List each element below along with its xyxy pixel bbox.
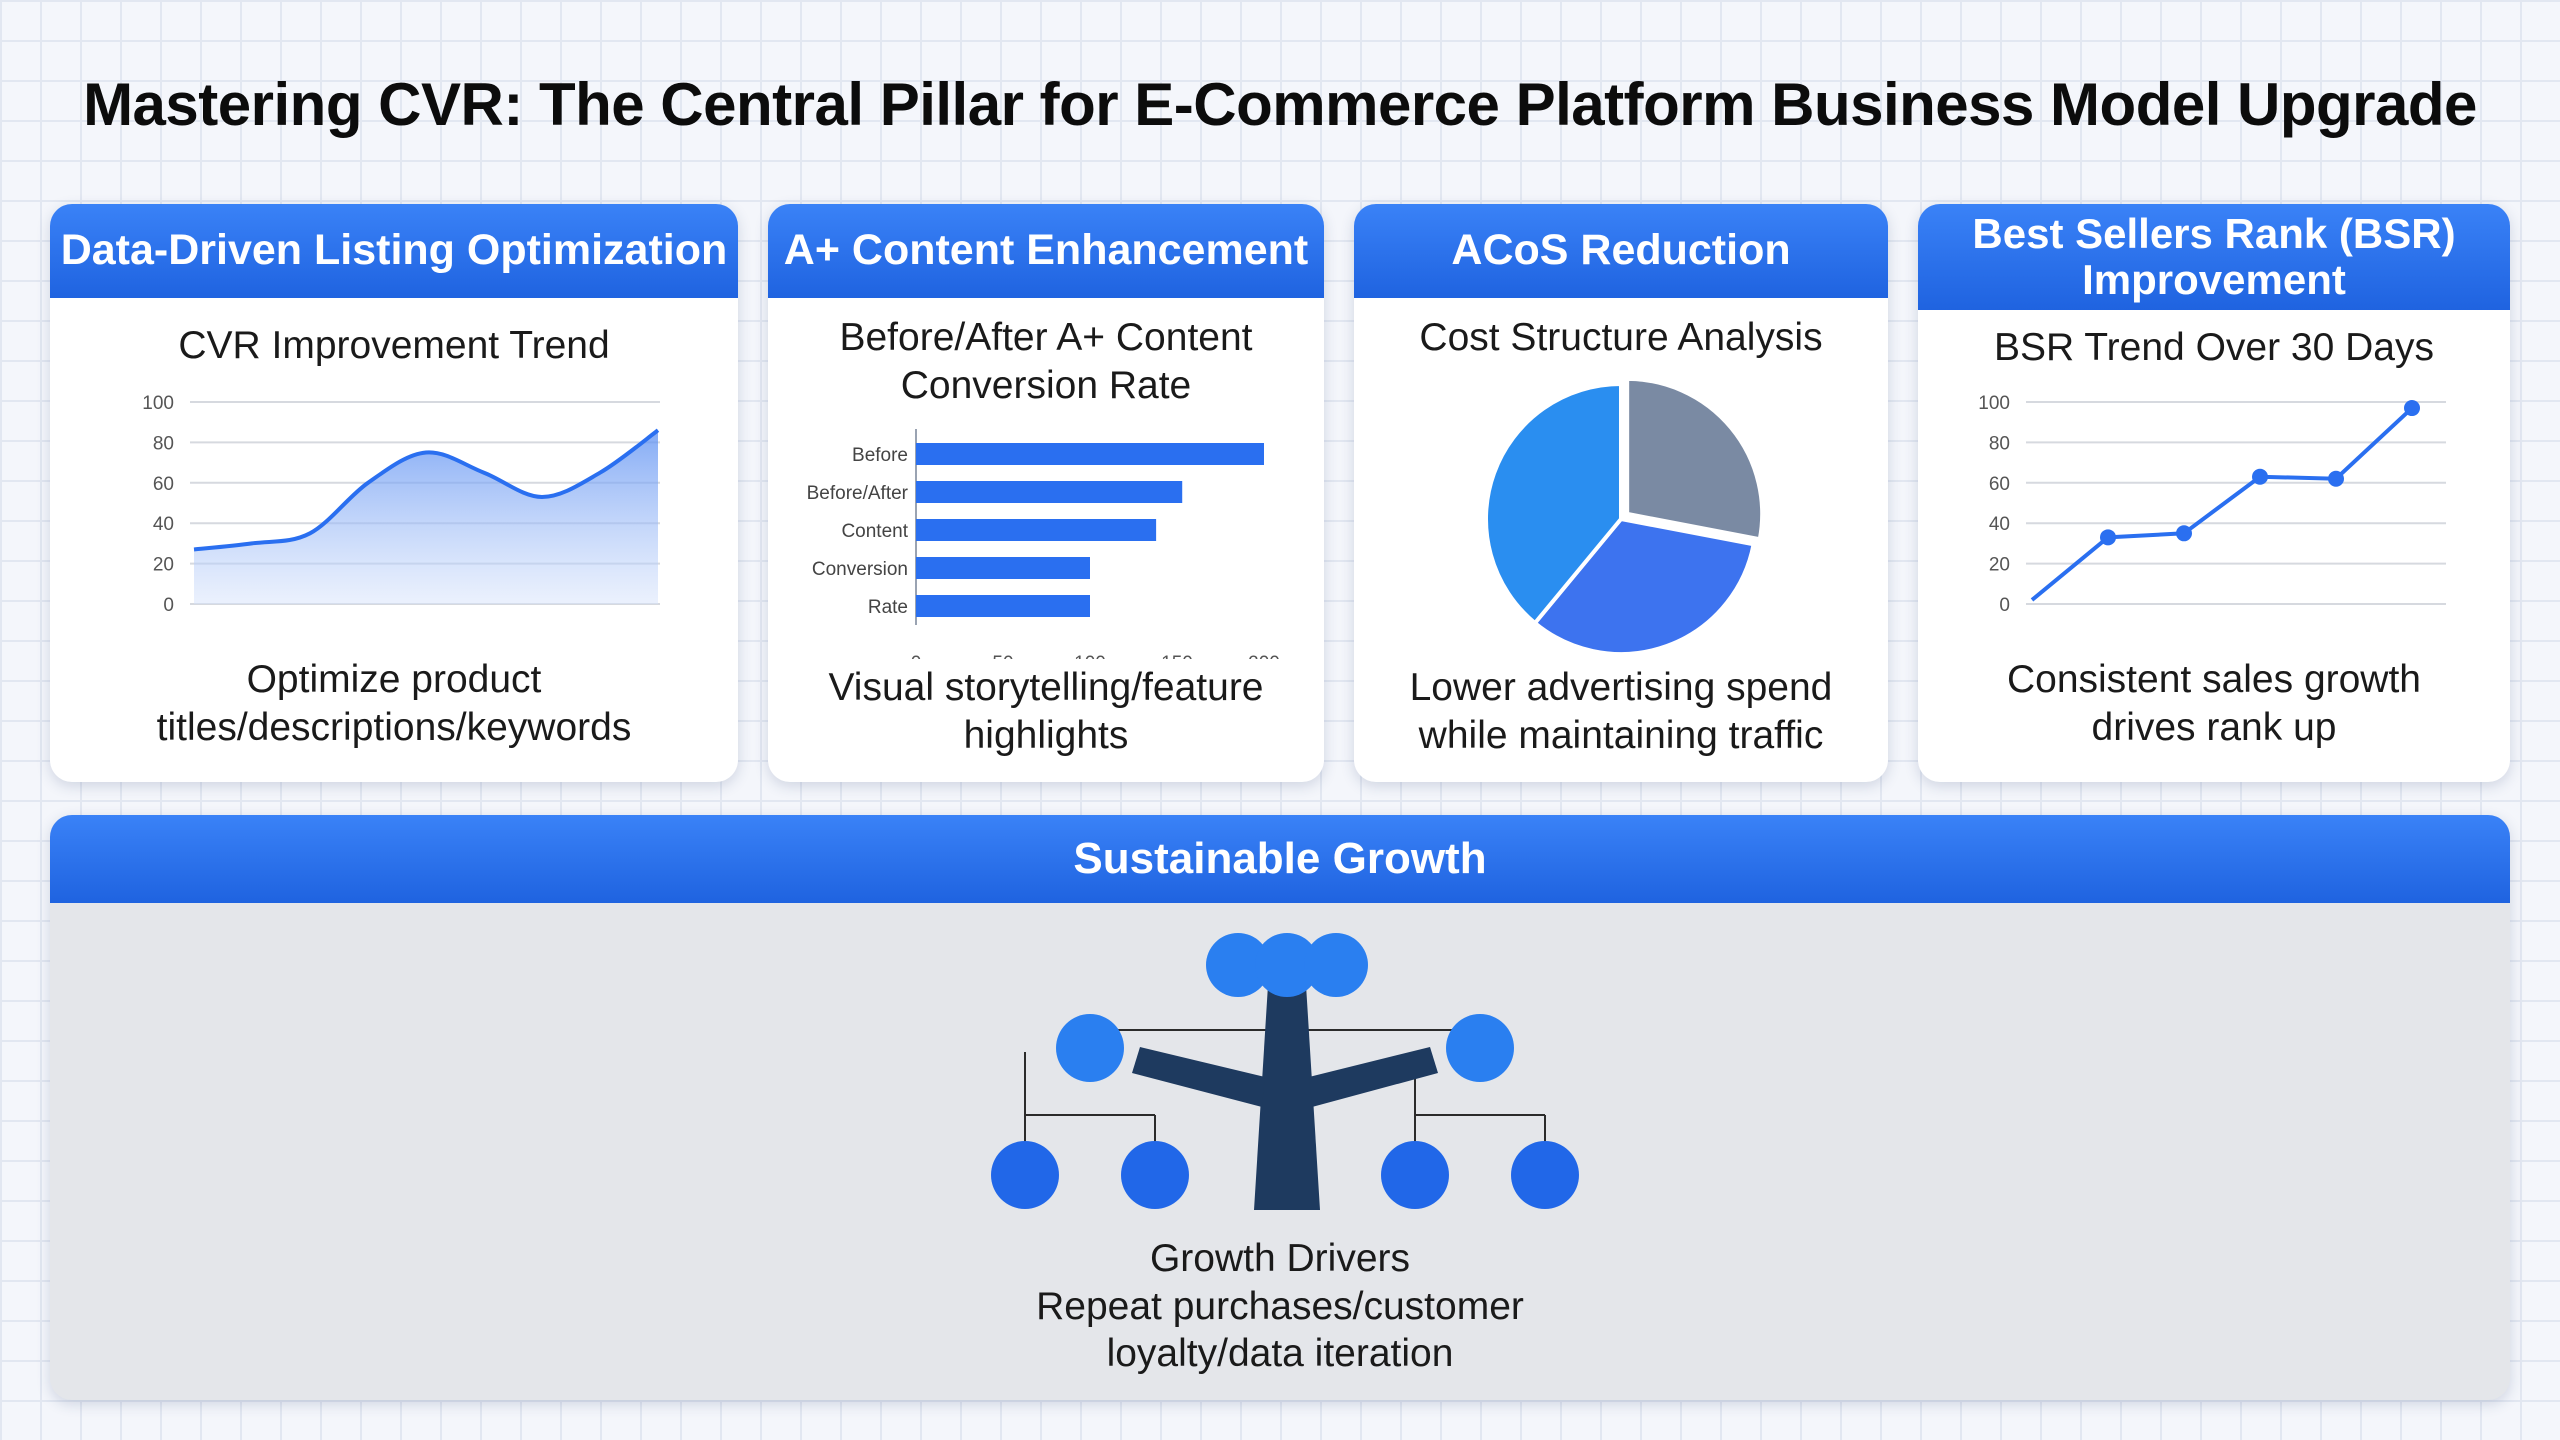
card-description-line: Visual storytelling/feature — [828, 666, 1264, 709]
y-tick-label: 20 — [1989, 555, 2010, 576]
series-line — [193, 428, 660, 552]
card-heading: Best Sellers Rank (BSR) Improvement — [1918, 204, 2510, 310]
data-point — [2252, 468, 2268, 485]
y-tick-label: 100 — [142, 393, 174, 414]
card-description-line: drives rank up — [2091, 705, 2337, 749]
growth-drivers-line: loyalty/data iteration — [1106, 1332, 1454, 1376]
y-tick-label: 80 — [153, 433, 174, 454]
pie-slice — [1484, 381, 1623, 626]
tree-node — [1381, 1141, 1449, 1209]
category-label: Conversion — [812, 559, 908, 580]
chart-title: CVR Improvement Trend — [178, 324, 610, 367]
y-tick-label: 0 — [163, 595, 174, 616]
bar — [916, 557, 1090, 579]
y-tick-label: 60 — [1989, 474, 2010, 495]
category-label: Rate — [868, 597, 908, 618]
cost-structure-pie — [1484, 376, 1765, 656]
y-tick-label: 0 — [1999, 595, 2010, 616]
card-heading: Data-Driven Listing Optimization — [50, 204, 738, 298]
data-point — [2100, 529, 2116, 546]
y-tick-label: 40 — [153, 514, 174, 535]
category-label: Before/After — [807, 483, 909, 504]
series-line — [2030, 406, 2414, 602]
panel-heading: Sustainable Growth — [50, 815, 2510, 903]
x-tick-label: 150 — [1161, 653, 1193, 659]
sustainable-growth-panel: Sustainable Growth — [50, 815, 2510, 1400]
card-heading-line: Improvement — [2082, 256, 2346, 303]
x-tick-label: 50 — [992, 653, 1013, 659]
card-description-line: while maintaining traffic — [1418, 713, 1824, 757]
x-tick-label: 200 — [1248, 653, 1280, 659]
pie-slice — [1625, 376, 1765, 542]
tree-crown — [1206, 933, 1368, 997]
card-bsr-improvement: Best Sellers Rank (BSR) Improvement BSR … — [1918, 204, 2510, 782]
card-description-line: titles/descriptions/keywords — [156, 705, 632, 749]
card-heading: ACoS Reduction — [1354, 204, 1888, 298]
bsr-trend-chart: 020406080100020406080200 — [1978, 393, 2446, 616]
card-description: Consistent sales growth drives rank up — [1918, 656, 2510, 751]
growth-drivers-line: Growth Drivers — [1149, 1237, 1411, 1280]
y-tick-label: 100 — [1978, 393, 2010, 414]
bar — [916, 519, 1157, 541]
card-description-line: Lower advertising spend — [1409, 666, 1833, 709]
tree-node — [1446, 1014, 1514, 1082]
category-label: Content — [841, 521, 908, 542]
tree-branch-left — [1132, 1047, 1265, 1107]
pie-slice — [1532, 516, 1756, 656]
y-tick-label: 20 — [153, 555, 174, 576]
x-tick-label: 0 — [911, 653, 922, 659]
card-description-line: Optimize product — [246, 658, 542, 701]
y-tick-label: 60 — [153, 474, 174, 495]
data-point — [2404, 400, 2420, 417]
tree-trunk — [1254, 985, 1320, 1210]
card-description: Visual storytelling/feature highlights — [768, 664, 1324, 759]
card-a-plus-content: A+ Content Enhancement Before/After A+ C… — [768, 204, 1324, 782]
card-acos-reduction: ACoS Reduction Cost Structure Analysis L… — [1354, 204, 1888, 782]
bar — [916, 443, 1264, 465]
growth-tree-icon — [991, 933, 1579, 1210]
area-fill — [194, 430, 658, 604]
card-heading-line: Best Sellers Rank (BSR) — [1972, 209, 2456, 257]
growth-drivers-line: Repeat purchases/customer — [1036, 1284, 1524, 1328]
y-tick-label: 40 — [1989, 514, 2010, 535]
card-description: Lower advertising spend while maintainin… — [1354, 664, 1888, 759]
card-listing-optimization: Data-Driven Listing Optimization CVR Imp… — [50, 204, 738, 782]
data-point — [2328, 470, 2344, 487]
chart-title-line: Conversion Rate — [900, 363, 1192, 407]
y-tick-label: 80 — [1989, 433, 2010, 454]
chart-title: Before/After A+ Content Conversion Rate — [768, 314, 1324, 409]
chart-title: Cost Structure Analysis — [1419, 316, 1823, 359]
bar — [916, 481, 1183, 503]
card-description-line: highlights — [963, 713, 1129, 757]
cvr-trend-chart: 02040608010005020030400 — [142, 393, 660, 616]
tree-node — [991, 1141, 1059, 1209]
chart-title: BSR Trend Over 30 Days — [1993, 326, 2434, 369]
category-label: Before — [852, 445, 908, 466]
card-description: Optimize product titles/descriptions/key… — [50, 656, 738, 751]
tree-node — [1121, 1141, 1189, 1209]
tree-branch-right — [1309, 1047, 1438, 1107]
chart-title-line: Before/After A+ Content — [839, 316, 1253, 359]
card-description-line: Consistent sales growth — [2006, 658, 2422, 701]
tree-node — [1511, 1141, 1579, 1209]
tree-node — [1056, 1014, 1124, 1082]
x-tick-label: 100 — [1074, 653, 1106, 659]
card-heading: A+ Content Enhancement — [768, 204, 1324, 298]
data-point — [2176, 525, 2192, 542]
growth-drivers-text: Growth Drivers Repeat purchases/customer… — [50, 1235, 2510, 1378]
bar — [916, 595, 1090, 617]
page-title: Mastering CVR: The Central Pillar for E-… — [83, 71, 2477, 138]
